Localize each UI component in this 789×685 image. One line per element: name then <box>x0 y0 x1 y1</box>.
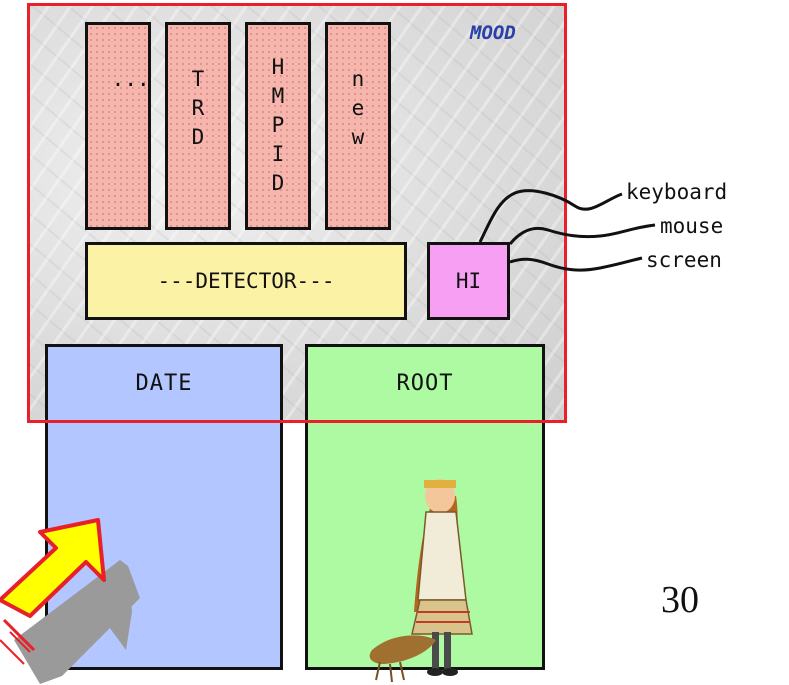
wire-keyboard <box>480 191 622 242</box>
wire-mouse <box>510 225 655 244</box>
io-wires <box>480 191 655 270</box>
wire-screen <box>510 258 642 270</box>
figure-illustration <box>370 479 472 682</box>
arrow-icon <box>0 520 140 684</box>
